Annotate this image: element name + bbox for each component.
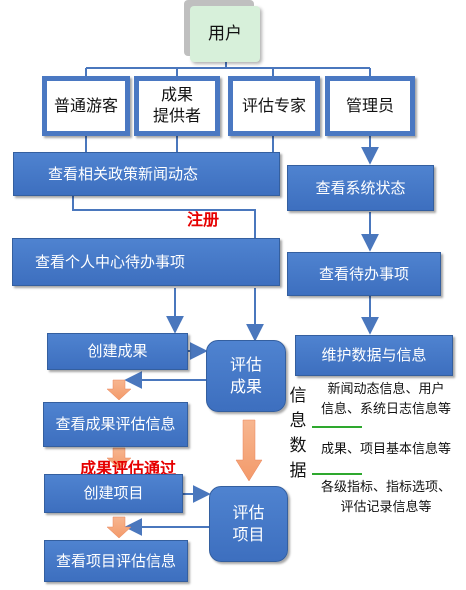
user-label: 用户 <box>208 23 242 44</box>
info-line: 信息、系统日志信息等 <box>320 402 451 417</box>
register-annotation: 注册 <box>187 210 220 229</box>
view-policy-news-label: 查看相关政策新闻动态 <box>48 164 199 183</box>
create-result-label: 创建成果 <box>87 342 148 361</box>
provider-label-line2: 提供者 <box>152 106 201 125</box>
provider-label-line1: 成果 <box>160 85 193 105</box>
view-system-status-label: 查看系统状态 <box>315 178 406 197</box>
view-personal-todo-label: 查看个人中心待办事项 <box>35 252 186 271</box>
evaluate-project-label-line1: 评估 <box>232 503 265 523</box>
maintain-data-label: 维护数据与信息 <box>321 346 427 365</box>
view-todo-label: 查看待办事项 <box>318 264 409 283</box>
view-result-eval-label: 查看成果评估信息 <box>55 415 176 434</box>
block-arrow-create-to-view-result <box>106 379 132 401</box>
roles-to-news-line <box>85 136 274 152</box>
info-data-char: 息 <box>289 411 307 431</box>
info-item-result-project: 成果、项目基本信息等 <box>308 440 464 460</box>
info-data-char: 据 <box>289 461 307 481</box>
info-data-char: 数 <box>289 436 307 456</box>
role-tourist: 普通游客 <box>42 76 130 136</box>
evaluate-result-node: 评估 成果 <box>206 340 286 412</box>
evaluate-result-label-line1: 评估 <box>229 355 262 375</box>
maintain-data-node: 维护数据与信息 <box>295 335 453 376</box>
create-project-label: 创建项目 <box>83 484 144 503</box>
evaluate-project-node: 评估 项目 <box>209 486 288 562</box>
register-line <box>72 195 256 238</box>
block-arrow-to-create-project <box>106 447 132 470</box>
info-line: 成果、项目基本信息等 <box>320 442 451 457</box>
info-data-char: 信 <box>289 386 307 406</box>
create-result-node: 创建成果 <box>47 333 188 370</box>
role-admin: 管理员 <box>325 76 415 136</box>
role-provider: 成果 提供者 <box>134 76 220 136</box>
info-line: 各级指标、指标选项、 <box>320 480 451 495</box>
view-result-eval-node: 查看成果评估信息 <box>43 402 188 447</box>
tourist-label: 普通游客 <box>53 96 118 116</box>
view-project-eval-node: 查看项目评估信息 <box>44 540 188 582</box>
user-node: 用户 <box>190 6 260 62</box>
info-item-indicators: 各级指标、指标选项、 评估记录信息等 <box>310 478 462 518</box>
view-system-status-node: 查看系统状态 <box>287 165 434 211</box>
view-policy-news-node: 查看相关政策新闻动态 <box>13 152 280 196</box>
info-line: 新闻动态信息、用户 <box>327 382 445 397</box>
block-arrow-create-to-view-project <box>106 516 132 539</box>
info-data-vertical-label: 信 息 数 据 <box>288 384 308 484</box>
info-line: 评估记录信息等 <box>340 500 432 515</box>
view-personal-todo-node: 查看个人中心待办事项 <box>12 238 280 286</box>
view-project-eval-label: 查看项目评估信息 <box>55 551 176 570</box>
evaluate-project-label-line2: 项目 <box>232 525 265 544</box>
user-to-roles-line <box>85 62 371 76</box>
block-arrow-evaluate-to-project <box>235 419 263 482</box>
expert-label: 评估专家 <box>241 96 306 116</box>
evaluate-result-label-line2: 成果 <box>229 377 262 396</box>
role-expert: 评估专家 <box>228 76 320 136</box>
create-project-node: 创建项目 <box>44 474 183 513</box>
admin-label: 管理员 <box>345 96 394 116</box>
view-todo-node: 查看待办事项 <box>287 252 441 296</box>
result-eval-passed-annotation: 成果评估通过 <box>80 459 177 478</box>
info-item-news-user-log: 新闻动态信息、用户 信息、系统日志信息等 <box>310 380 462 420</box>
